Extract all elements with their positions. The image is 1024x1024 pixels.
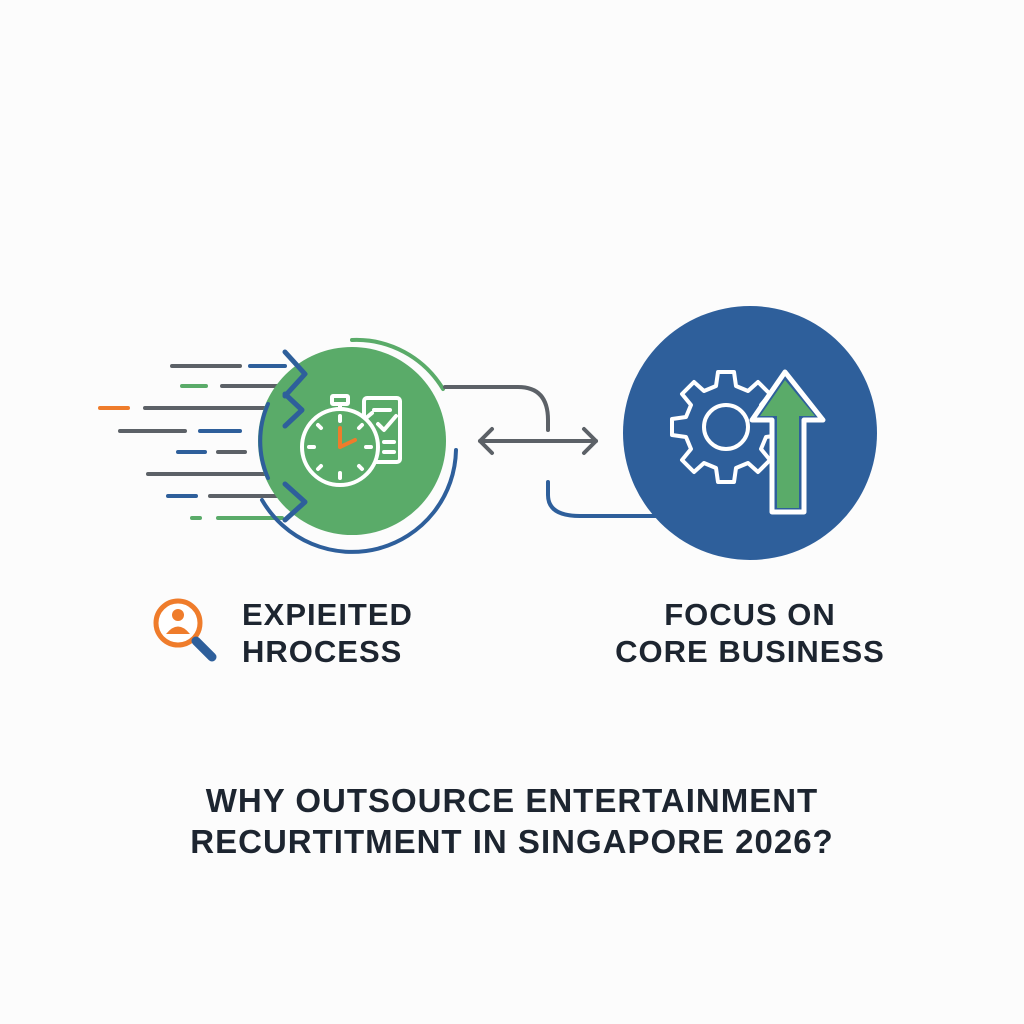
right-circle xyxy=(623,306,877,560)
right-step-label: FOCUS ON CORE BUSINESS xyxy=(600,596,900,670)
gear-growth-arrow-icon xyxy=(670,369,826,515)
arrow-heads xyxy=(282,349,308,523)
right-step-line1: FOCUS ON xyxy=(664,597,836,632)
recruiter-search-icon xyxy=(153,598,217,662)
stopwatch-checklist-icon xyxy=(300,394,402,487)
left-step-label: EXPIEITED HROCESS xyxy=(242,596,413,670)
double-arrow-icon xyxy=(478,427,598,455)
connector-lines xyxy=(443,385,782,518)
title-line2: RECURTITMENT IN SINGAPORE 2026? xyxy=(190,823,834,860)
left-step-line2: HROCESS xyxy=(242,634,403,669)
left-step-line1: EXPIEITED xyxy=(242,597,413,632)
speed-lines xyxy=(98,364,290,520)
main-title: WHY OUTSOURCE ENTERTAINMENT RECURTITMENT… xyxy=(0,780,1024,862)
right-step-line2: CORE BUSINESS xyxy=(615,634,885,669)
title-line1: WHY OUTSOURCE ENTERTAINMENT xyxy=(205,782,819,819)
